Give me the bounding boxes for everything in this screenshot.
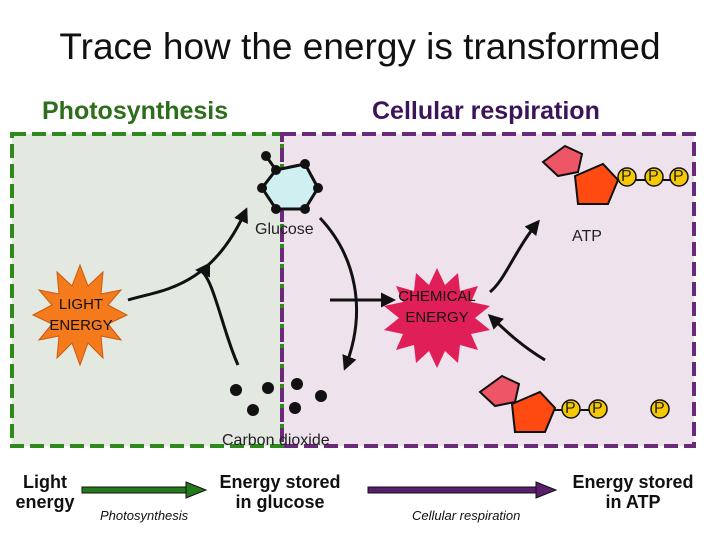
- photosynthesis-region: [12, 134, 282, 446]
- adp-to-chemical-arrow: [487, 313, 546, 362]
- photosynthesis-heading: Photosynthesis: [42, 97, 229, 125]
- atp-phosphate-1: P: [621, 168, 632, 185]
- atp-phosphate-3: P: [673, 168, 684, 185]
- free-phosphate: P: [654, 400, 665, 417]
- chemical-energy-burst-icon: [384, 268, 490, 368]
- cellular-respiration-heading: Cellular respiration: [372, 97, 600, 125]
- adp-phosphate-2: P: [592, 400, 603, 417]
- bottom-energy-stored-glucose: Energy stored in glucose: [219, 472, 341, 512]
- atp-phosphate-2: P: [648, 168, 659, 185]
- adp-molecule-icon: [478, 374, 670, 433]
- bottom-photosynthesis-label: Photosynthesis: [100, 508, 189, 523]
- atp-molecule-icon: [541, 144, 689, 205]
- atp-label: ATP: [572, 228, 602, 245]
- photosynthesis-flow-arrow: [81, 481, 208, 499]
- carbon-dioxide-label: Carbon dioxide: [222, 432, 330, 449]
- page-title: Trace how the energy is transformed: [59, 26, 661, 67]
- bottom-energy-stored-atp: Energy stored in ATP: [572, 472, 694, 512]
- glucose-label: Glucose: [255, 221, 314, 238]
- glucose-molecule-icon: [257, 151, 323, 214]
- light-energy-label: LIGHT ENERGY: [49, 296, 113, 334]
- chemical-to-atp-arrow: [489, 219, 540, 294]
- cellular-respiration-flow-arrow: [367, 481, 558, 499]
- adp-phosphate-1: P: [565, 400, 576, 417]
- co2-to-glucose-arrow: [195, 262, 240, 366]
- cellular-respiration-border: [280, 132, 696, 448]
- bottom-cellular-respiration-label: Cellular respiration: [412, 508, 521, 523]
- light-to-glucose-arrow: [127, 207, 248, 302]
- sun-icon: [31, 263, 129, 367]
- glucose-to-co2-arrow: [318, 216, 359, 371]
- chemical-energy-label: CHEMICAL ENERGY: [398, 288, 476, 326]
- bottom-light-energy: Light energy: [15, 472, 75, 512]
- carbon-dioxide-molecules-icon: [230, 378, 327, 416]
